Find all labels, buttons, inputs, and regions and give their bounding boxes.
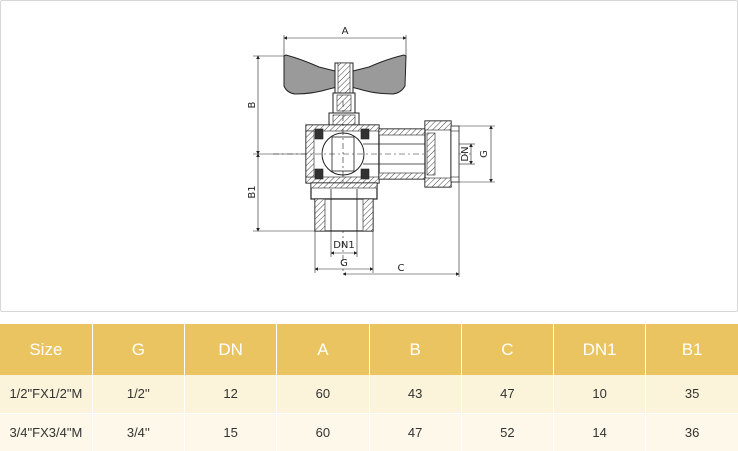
cell-b: 47 bbox=[368, 413, 462, 451]
header-a: A bbox=[276, 324, 369, 375]
header-size: Size bbox=[0, 324, 93, 375]
specification-table: Size G DN A B C DN1 B1 1/2"FX1/2"M 1/2''… bbox=[0, 324, 738, 451]
dimension-label-B1: B1 bbox=[247, 185, 258, 198]
dimension-label-G-right: G bbox=[479, 150, 490, 158]
cell-c: 47 bbox=[460, 375, 554, 414]
cell-dn1: 10 bbox=[552, 375, 646, 414]
cell-g: 3/4'' bbox=[91, 413, 185, 451]
cell-dn: 12 bbox=[183, 375, 277, 414]
cell-a: 60 bbox=[276, 413, 369, 451]
union-nut bbox=[424, 120, 460, 188]
cell-size: 1/2"FX1/2"M bbox=[0, 375, 93, 414]
valve-handle bbox=[283, 54, 407, 95]
cell-size: 3/4"FX3/4"M bbox=[0, 413, 93, 451]
table-row: 1/2"FX1/2"M 1/2'' 12 60 43 47 10 35 bbox=[0, 375, 738, 414]
dimension-label-A: A bbox=[342, 26, 349, 37]
dimension-label-B: B bbox=[247, 101, 258, 108]
cell-dn: 15 bbox=[183, 413, 277, 451]
valve-stem bbox=[328, 92, 360, 128]
dimension-label-DN1: DN1 bbox=[333, 240, 355, 251]
dimension-G-right: G bbox=[459, 125, 495, 183]
header-dn: DN bbox=[183, 324, 277, 375]
dimension-label-C: C bbox=[398, 263, 405, 274]
dimension-DN: DN bbox=[459, 143, 475, 165]
cell-b: 43 bbox=[368, 375, 462, 414]
header-b: B bbox=[368, 324, 462, 375]
cell-b1: 36 bbox=[645, 413, 738, 451]
cell-b1: 35 bbox=[645, 375, 738, 414]
dimension-G-bottom: G bbox=[314, 231, 374, 273]
table-header-row: Size G DN A B C DN1 B1 bbox=[0, 324, 738, 375]
cell-c: 52 bbox=[460, 413, 554, 451]
header-b1: B1 bbox=[645, 324, 738, 375]
cell-g: 1/2'' bbox=[91, 375, 185, 414]
header-g: G bbox=[91, 324, 185, 375]
dimension-label-G-bottom: G bbox=[340, 258, 348, 269]
dimension-B1: B1 bbox=[247, 153, 315, 232]
header-c: C bbox=[460, 324, 554, 375]
dimension-A: A bbox=[283, 26, 407, 56]
dimension-B: B bbox=[247, 55, 306, 155]
cell-a: 60 bbox=[276, 375, 369, 414]
cell-dn1: 14 bbox=[552, 413, 646, 451]
valve-drawing: A B B1 DN G bbox=[247, 26, 495, 277]
header-dn1: DN1 bbox=[552, 324, 646, 375]
dimension-C: C bbox=[342, 182, 460, 277]
inlet-thread bbox=[310, 182, 378, 232]
dimension-label-DN: DN bbox=[460, 146, 471, 161]
dimension-DN1: DN1 bbox=[330, 231, 358, 257]
technical-drawing-panel: A B B1 DN G bbox=[0, 0, 738, 312]
table-row: 3/4"FX3/4"M 3/4'' 15 60 47 52 14 36 bbox=[0, 413, 738, 451]
